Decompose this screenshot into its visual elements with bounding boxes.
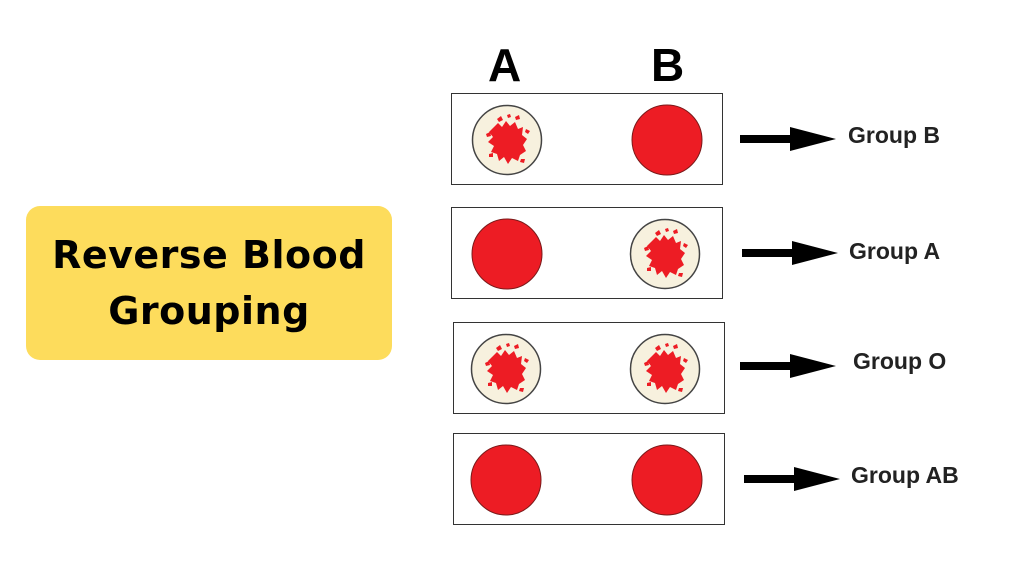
title-box: Reverse Blood Grouping (26, 206, 392, 360)
arrow-icon (742, 238, 838, 268)
spot-a-row-1 (471, 104, 543, 176)
spot-a-row-4 (470, 444, 542, 516)
column-header-a: A (488, 39, 522, 91)
test-slide-row-4 (453, 433, 725, 525)
test-slide-row-2 (451, 207, 723, 299)
arrow-icon (740, 351, 836, 381)
spot-a-row-2 (471, 218, 543, 290)
result-label-row-3: Group O (853, 348, 947, 374)
title-line-1: Reverse Blood (52, 233, 366, 277)
spot-b-row-4 (631, 444, 703, 516)
spot-a-row-3 (470, 333, 542, 405)
spot-b-row-2 (629, 218, 701, 290)
result-label-row-2: Group A (849, 238, 941, 264)
arrow-icon (744, 464, 840, 494)
test-slide-row-1 (451, 93, 723, 185)
title-line-2: Grouping (108, 289, 310, 333)
result-label-row-4: Group AB (851, 462, 959, 488)
column-header-b: B (651, 39, 685, 91)
arrow-icon (740, 124, 836, 154)
result-label-row-1: Group B (848, 122, 940, 148)
spot-b-row-1 (631, 104, 703, 176)
test-slide-row-3 (453, 322, 725, 414)
spot-b-row-3 (629, 333, 701, 405)
